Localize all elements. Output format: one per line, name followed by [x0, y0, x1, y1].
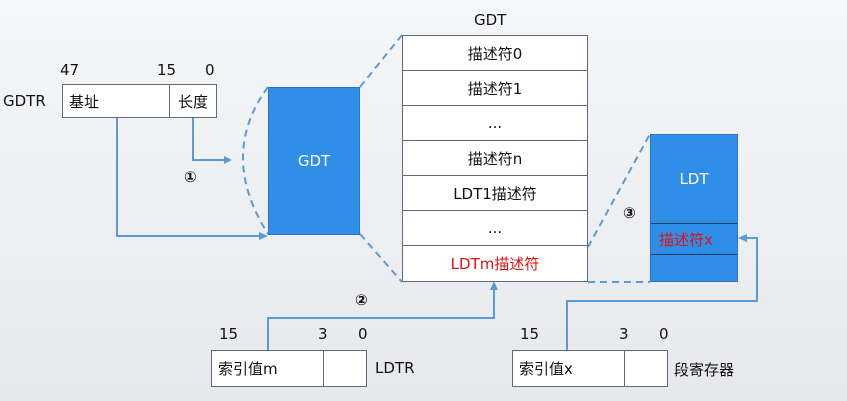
gdtr-limit-field: 长度 [169, 84, 217, 118]
step-three-marker: ③ [623, 204, 636, 222]
seg-register-label: 段寄存器 [674, 361, 735, 379]
gdtr-bit-0: 0 [205, 61, 215, 79]
step-two-marker: ② [355, 291, 368, 309]
seg-bit-15: 15 [520, 325, 540, 343]
ldt-block-label: LDT [679, 170, 709, 188]
gdtr-bit-47: 47 [60, 61, 80, 79]
ldtr-bit-3: 3 [318, 325, 328, 343]
seg-flags-field [624, 350, 668, 387]
ldtr-flags-field [323, 350, 367, 387]
gdt-row-ldtm-descriptor: LDTm描述符 [402, 245, 588, 282]
gdt-row-ellipsis-2: ... [402, 210, 588, 246]
gdt-row-ldt1-descriptor: LDT1描述符 [402, 175, 588, 211]
gdt-zoom-line-top [359, 34, 403, 88]
ldtr-bit-0: 0 [358, 325, 368, 343]
ldtr-index-field: 索引值m [211, 350, 324, 387]
gdt-block: GDT [268, 87, 360, 235]
ldt-zoom-line-top [587, 133, 651, 248]
seg-index-field: 索引值x [512, 350, 625, 387]
ldtr-index-arrow [267, 287, 495, 350]
seg-bit-0: 0 [659, 325, 669, 343]
seg-index-arrow [566, 237, 758, 350]
ldt-entry-descriptor-x: 描述符x [651, 223, 737, 255]
gdt-row-descriptor-1: 描述符1 [402, 70, 588, 106]
gdtr-base-arrow [116, 118, 262, 237]
ldt-block: LDT 描述符x [650, 134, 738, 282]
gdt-zoom-line-bottom [359, 233, 403, 283]
gdt-row-descriptor-0: 描述符0 [402, 35, 588, 71]
ldtr-bit-15: 15 [219, 325, 239, 343]
gdtr-limit-arrow [192, 118, 226, 161]
gdtr-bit-15: 15 [157, 61, 177, 79]
seg-bit-3: 3 [619, 325, 629, 343]
gdt-row-ellipsis-1: ... [402, 105, 588, 141]
gdt-table-title: GDT [474, 11, 507, 29]
gdt-row-descriptor-n: 描述符n [402, 140, 588, 176]
ldtr-label: LDTR [375, 359, 415, 377]
gdt-bracket-curve [242, 86, 269, 235]
step-one-marker: ① [184, 168, 197, 186]
gdtr-base-field: 基址 [62, 84, 170, 118]
gdtr-label: GDTR [3, 92, 46, 110]
